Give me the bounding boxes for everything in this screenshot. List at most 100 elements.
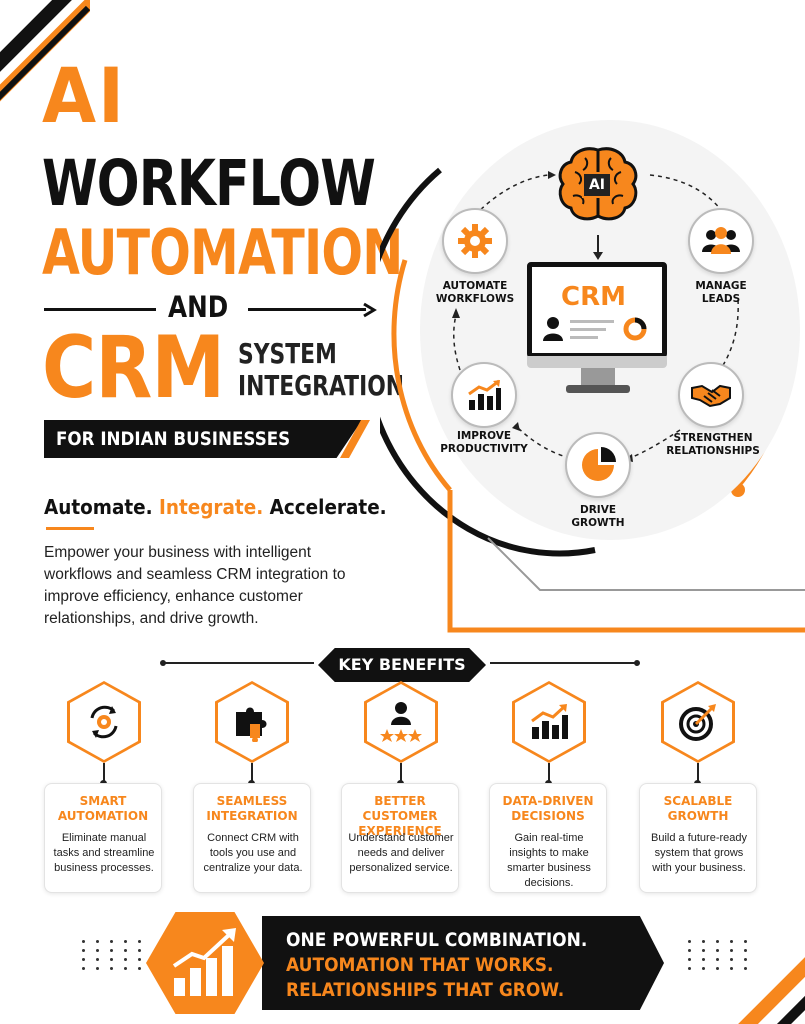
people-icon [702, 227, 740, 254]
and-arrow-icon [363, 302, 377, 318]
benefit-hex-inner [218, 684, 286, 760]
monitor-stand [581, 368, 615, 386]
audience-banner-text: FOR INDIAN BUSINESSES [56, 428, 291, 450]
benefit-title-line-a: SMART [79, 794, 127, 808]
footer-line-3: RELATIONSHIPS THAT GROW. [286, 980, 565, 1001]
intro-paragraph: Empower your business with intelligent w… [44, 544, 346, 627]
kb-left-line [164, 662, 314, 664]
benefit-card-scalable-growth: SCALABLE GROWTH Build a future-ready sys… [639, 783, 757, 893]
headline-crm: CRM [42, 318, 225, 418]
benefit-card-seamless-integration: SEAMLESS INTEGRATION Connect CRM with to… [193, 783, 311, 893]
and-right-rule [248, 308, 366, 311]
benefit-stem [548, 763, 550, 789]
and-left-rule [44, 308, 156, 311]
benefit-stem [697, 763, 699, 789]
node-label-line-b: PRODUCTIVITY [440, 443, 528, 455]
kb-right-dot [634, 660, 640, 666]
benefit-card-desc: Gain real-time insights to make smarter … [507, 832, 591, 889]
target-icon [679, 704, 716, 741]
footer-line-1: ONE POWERFUL COMBINATION. [286, 930, 588, 951]
tagline-integrate: Integrate. [159, 495, 264, 519]
benefit-card-desc: Connect CRM with tools you use and centr… [203, 832, 303, 874]
tagline-underline [46, 527, 94, 530]
node-manage-leads-label: MANAGE LEADS [681, 280, 761, 306]
dot-grid-right [688, 940, 752, 970]
benefit-card-better-customer-experience: BETTER CUSTOMER EXPERIENCE Understand cu… [341, 783, 459, 893]
footer-line-2: AUTOMATION THAT WORKS. [286, 955, 554, 976]
key-benefits-title: KEY BENEFITS [318, 648, 486, 682]
footer-hexagon [146, 912, 264, 1014]
gear-icon [458, 224, 492, 258]
benefit-card-title: SEAMLESS INTEGRATION [194, 794, 310, 824]
kb-left-dot [160, 660, 166, 666]
benefit-hex-inner [367, 684, 435, 760]
benefit-hex-better-customer-experience [364, 681, 438, 763]
benefit-card-title: DATA-DRIVEN DECISIONS [490, 794, 606, 824]
audience-banner [44, 420, 362, 458]
node-label-line-a: DRIVE [579, 504, 616, 516]
tagline: Automate. Integrate. Accelerate. [44, 495, 387, 519]
text-lines-icon [570, 320, 614, 339]
bar-chart-icon [468, 379, 501, 410]
footer-banner [262, 916, 664, 1010]
gear-cycle-icon [90, 705, 118, 739]
benefit-title-line-b: GROWTH [667, 809, 729, 823]
node-automate-workflows-label: AUTOMATE WORKFLOWS [432, 280, 518, 306]
node-drive-growth [565, 432, 631, 498]
headline-ai: AI [42, 51, 126, 140]
headline-automation: AUTOMATION [42, 216, 403, 289]
benefit-card-title: SMART AUTOMATION [45, 794, 161, 824]
benefit-hex-inner [664, 684, 732, 760]
node-label-line-b: WORKFLOWS [435, 293, 515, 305]
tagline-accelerate: Accelerate. [269, 495, 387, 519]
node-label-line-a: IMPROVE [456, 430, 512, 442]
tagline-automate: Automate. [44, 495, 153, 519]
user-profile-icon [543, 317, 563, 341]
benefit-card-desc: Eliminate manual tasks and streamline bu… [53, 832, 155, 874]
node-strengthen-relationships-label: STRENGTHEN RELATIONSHIPS [664, 432, 762, 458]
benefit-title-line-a: BETTER CUSTOMER [362, 794, 438, 823]
ai-chip-label: AI [582, 172, 612, 198]
node-automate-workflows [442, 208, 508, 274]
benefit-title-line-b: DECISIONS [511, 809, 585, 823]
benefit-title-line-b: AUTOMATION [57, 809, 149, 823]
node-strengthen-relationships [678, 362, 744, 428]
monitor-chin [527, 356, 667, 368]
node-label-line-a: STRENGTHEN [673, 432, 753, 444]
benefit-title-line-a: SCALABLE [663, 794, 733, 808]
node-manage-leads [688, 208, 754, 274]
benefit-hex-scalable-growth [661, 681, 735, 763]
benefit-title-line-a: SEAMLESS [216, 794, 288, 808]
benefit-hex-data-driven-decisions [512, 681, 586, 763]
benefit-card-desc: Build a future-ready system that grows w… [651, 832, 747, 874]
headline-system: SYSTEM [238, 337, 337, 370]
benefit-title-line-b: INTEGRATION [206, 809, 298, 823]
benefit-title-line-a: DATA-DRIVEN [502, 794, 594, 808]
benefit-hex-inner [515, 684, 583, 760]
dot-grid-left [82, 940, 146, 970]
crm-monitor [527, 262, 667, 358]
headline-and: AND [168, 290, 229, 324]
benefit-card-title: BETTER CUSTOMER EXPERIENCE [342, 794, 458, 839]
node-label-line-a: AUTOMATE [442, 280, 508, 292]
benefit-stem [400, 763, 402, 789]
node-label-line-b: GROWTH [571, 517, 625, 529]
monitor-crm-label: CRM [561, 282, 626, 312]
headline-system-integration: SYSTEM INTEGRATION [238, 337, 405, 403]
growth-chart-icon [531, 704, 568, 739]
node-label-line-a: MANAGE [695, 280, 747, 292]
benefit-card-title: SCALABLE GROWTH [640, 794, 756, 824]
handshake-icon [691, 384, 731, 408]
customer-star-icon [380, 702, 422, 742]
benefit-title-line-b: EXPERIENCE [358, 824, 442, 838]
benefit-card-smart-automation: SMART AUTOMATION Eliminate manual tasks … [44, 783, 162, 893]
benefit-stem [103, 763, 105, 789]
node-improve-productivity [451, 362, 517, 428]
growth-bars-icon [172, 928, 236, 996]
headline-integration: INTEGRATION [238, 369, 405, 403]
node-label-line-b: LEADS [701, 293, 741, 305]
node-drive-growth-label: DRIVE GROWTH [558, 504, 638, 530]
node-label-line-b: RELATIONSHIPS [666, 445, 760, 457]
puzzle-icon [236, 707, 267, 742]
node-improve-productivity-label: IMPROVE PRODUCTIVITY [436, 430, 532, 456]
